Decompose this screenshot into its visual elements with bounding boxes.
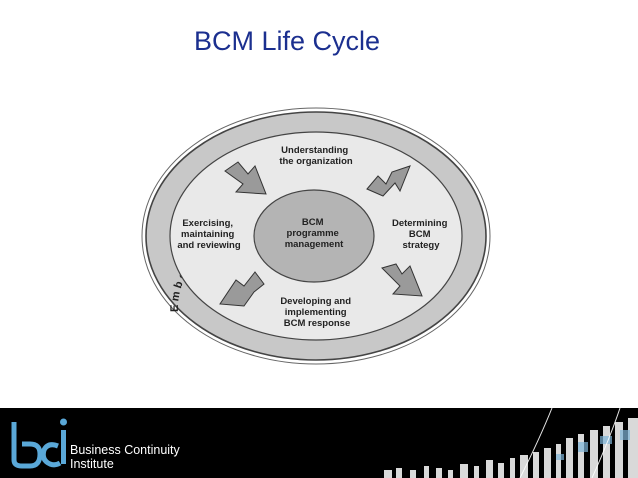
center-ellipse (253, 189, 375, 283)
footer-bar: Business Continuity Institute (0, 408, 638, 478)
footer-lines (519, 408, 621, 478)
stage-left-label: Exercising, maintaining and reviewing (177, 218, 241, 251)
footer-graphics (11, 408, 638, 478)
arrow-top-right-icon (366, 165, 411, 197)
outer-ring-edge (141, 107, 491, 365)
org-name-line1: Business Continuity (70, 443, 180, 457)
stage-right-label: Determining BCM strategy (392, 218, 450, 251)
arrow-top-left-icon (224, 161, 267, 195)
bci-logo-icon (11, 418, 67, 469)
arrow-bottom-left-icon (219, 271, 265, 307)
footer-texture-blue (556, 430, 630, 460)
org-name: Business Continuity Institute (70, 443, 180, 471)
arrow-bottom-right-icon (381, 263, 423, 297)
stage-bottom-label: Developing and implementing BCM response (280, 296, 353, 329)
slide-title: BCM Life Cycle (193, 26, 381, 56)
stage-top-label: Understanding the organization (279, 145, 353, 167)
arrows (219, 161, 423, 307)
org-name-line2: Institute (70, 457, 114, 471)
footer-texture (384, 418, 638, 478)
center-label: BCM programme management (285, 217, 344, 250)
